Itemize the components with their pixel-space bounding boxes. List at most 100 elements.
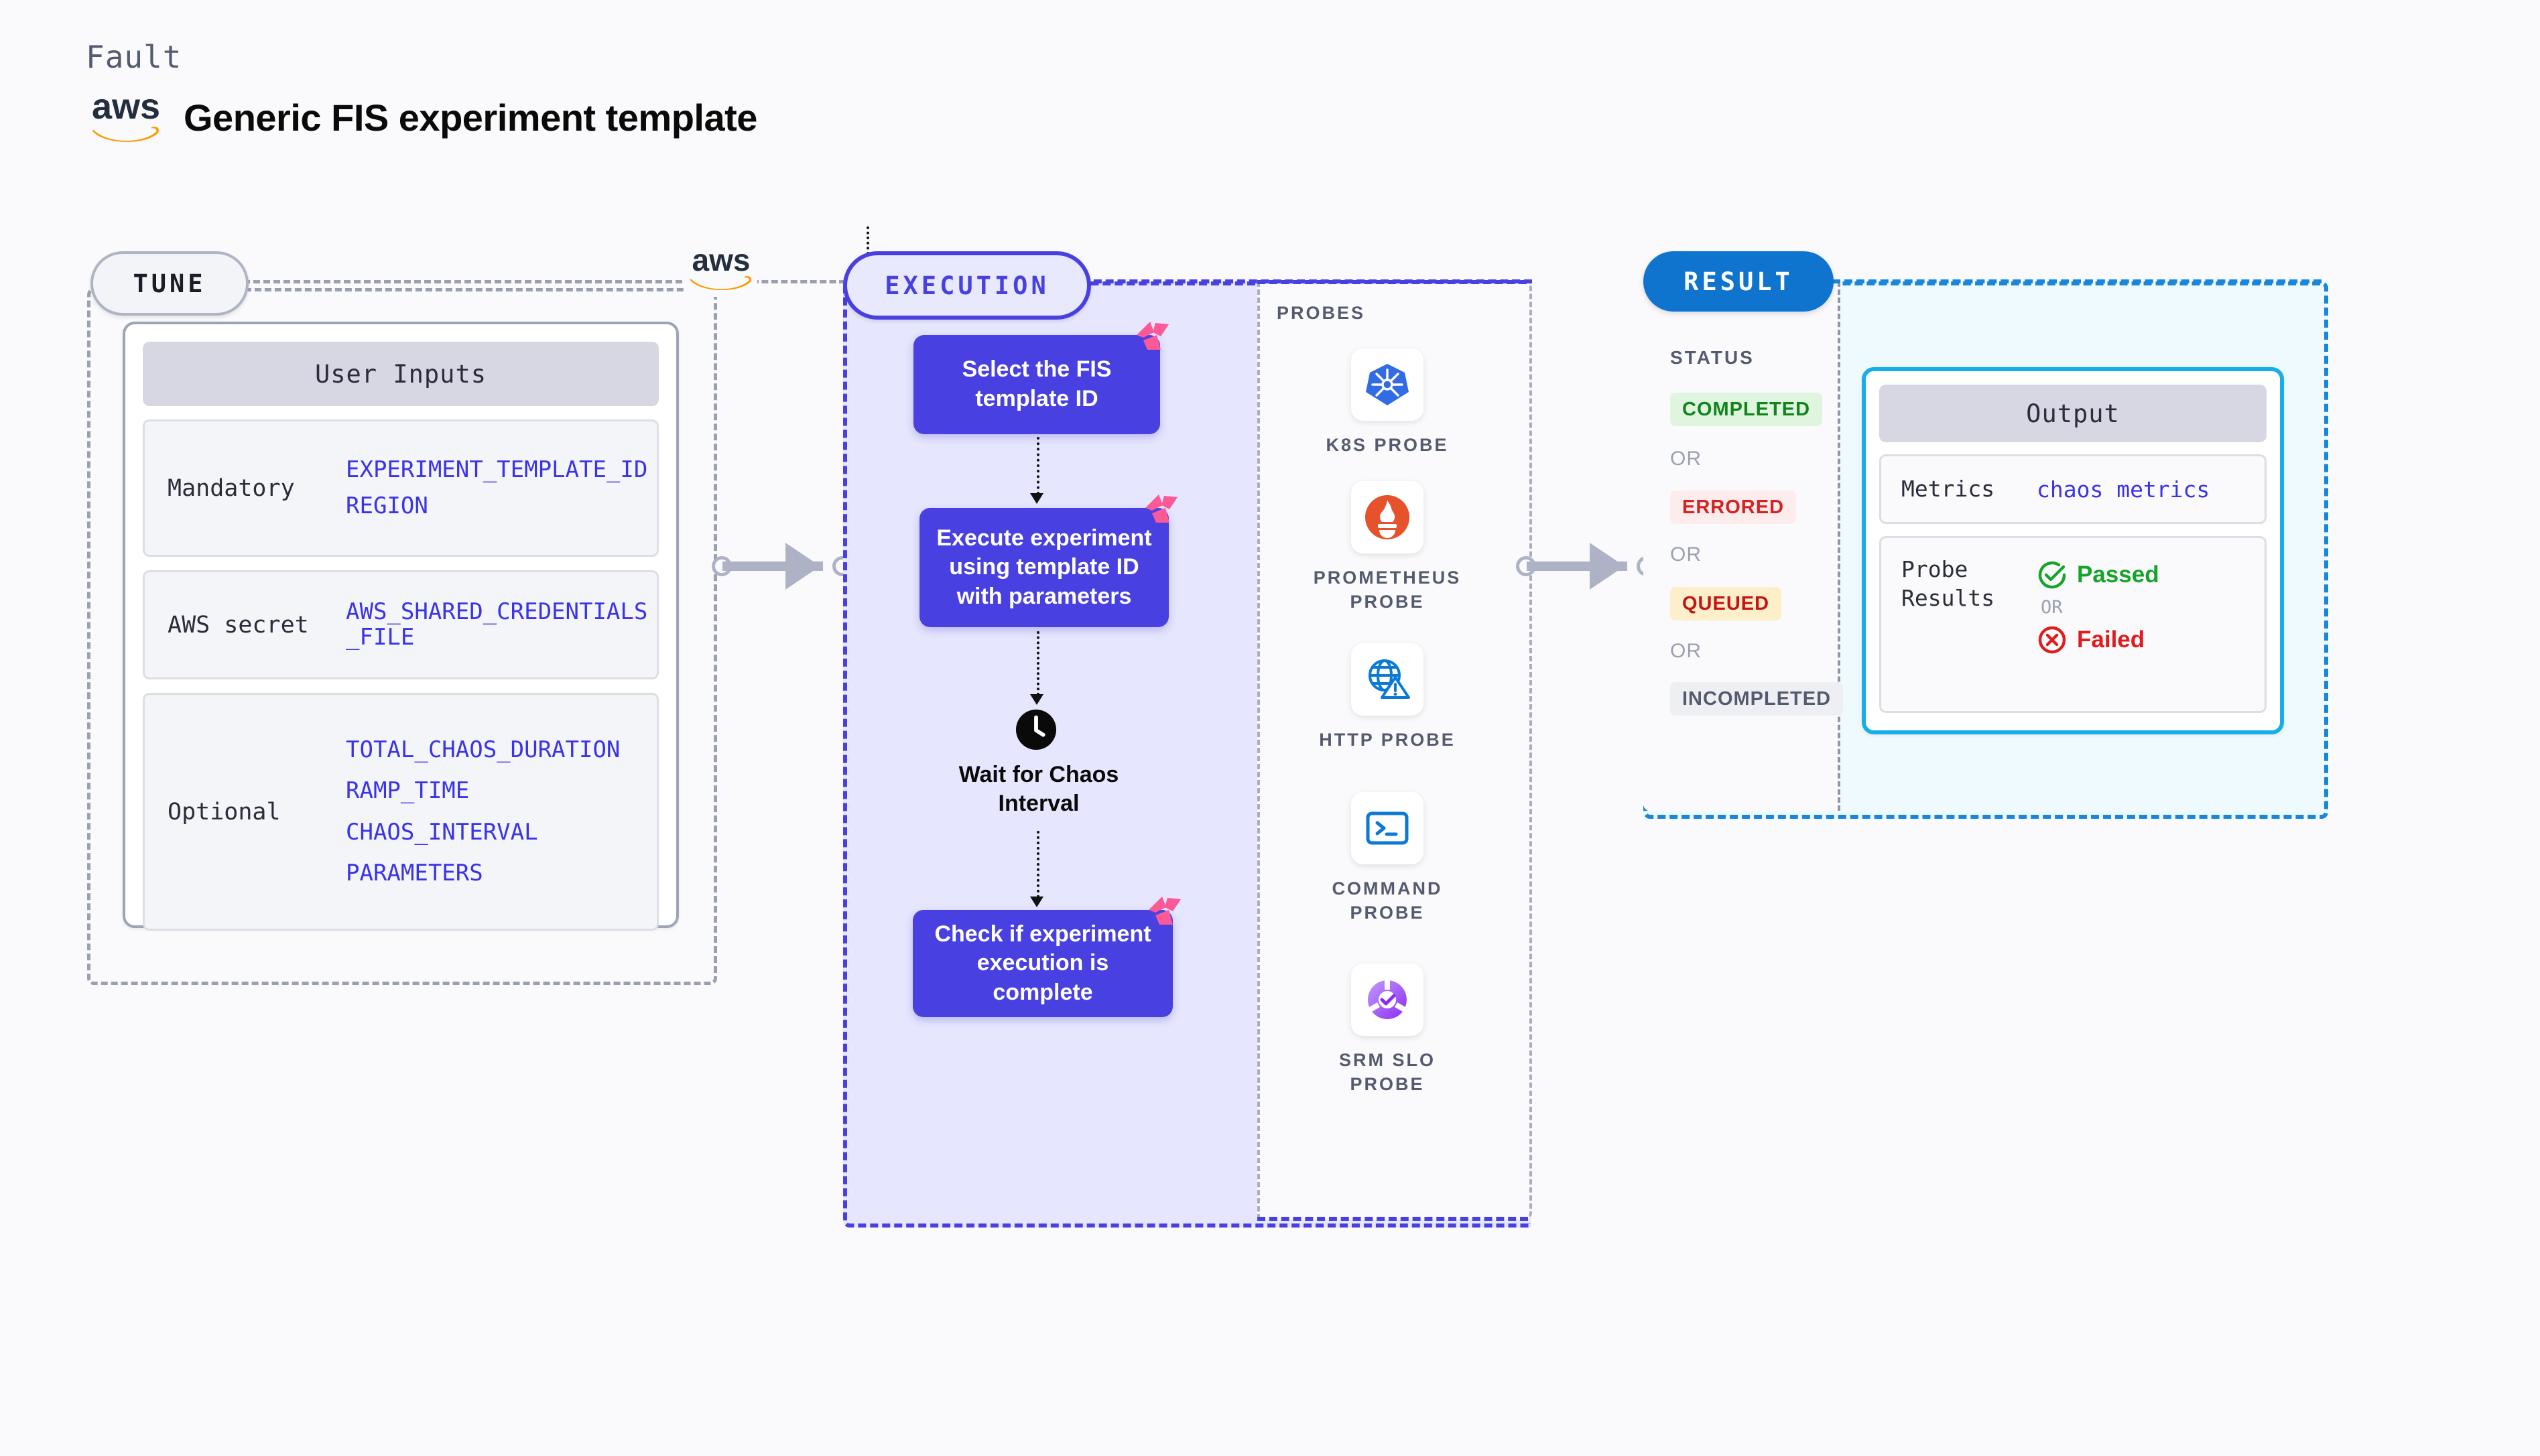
- probes-title: PROBES: [1277, 303, 1366, 323]
- flow-arrow-line-1: [1037, 437, 1039, 494]
- aws-logo-inline-icon: aws: [685, 245, 757, 297]
- litmus-badge-icon: [1149, 897, 1181, 925]
- probe-item-k8s[interactable]: K8S PROBE: [1300, 348, 1474, 457]
- flow-arrow-line-2: [1037, 631, 1039, 696]
- probe-item-command[interactable]: COMMAND PROBE: [1300, 792, 1474, 925]
- check-circle-icon: [2038, 561, 2066, 589]
- input-value: EXPERIMENT_TEMPLATE_ID: [346, 456, 648, 484]
- wait-for-chaos-label: Wait for Chaos Interval: [958, 762, 1119, 816]
- output-row-values: Passed OR Failed: [2037, 555, 2257, 659]
- aws-smile-inline-icon: [690, 276, 752, 291]
- probe-icon-wrap: [1351, 643, 1423, 716]
- flow-step-execute-experiment[interactable]: Execute experiment using template ID wit…: [919, 508, 1169, 627]
- probes-bottom-border: [1257, 1217, 1528, 1221]
- output-row-probe-results: Probe Results Passed OR Failed: [1879, 536, 2267, 713]
- input-row-aws-secret: AWS secret AWS_SHARED_CREDENTIALS _FILE: [143, 570, 659, 679]
- input-value: TOTAL_CHAOS_DURATION: [346, 736, 621, 763]
- aws-logo-icon: aws: [86, 88, 166, 146]
- failed-label: Failed: [2077, 626, 2145, 653]
- status-title: STATUS: [1670, 347, 1755, 368]
- output-row-label: Probe Results: [1901, 556, 1995, 611]
- flow-arrow-line-3: [1037, 831, 1039, 898]
- input-row-label: Optional: [168, 798, 281, 825]
- page-title: Generic FIS experiment template: [184, 96, 757, 139]
- eyebrow-label: Fault: [86, 39, 182, 75]
- input-value: PARAMETERS: [346, 859, 483, 886]
- output-row-label: Metrics: [1901, 475, 1995, 502]
- litmus-badge-icon: [1137, 322, 1169, 350]
- x-circle-icon: [2038, 626, 2066, 654]
- brand-row: aws Generic FIS experiment template: [86, 88, 1024, 146]
- page-header: Fault aws Generic FIS experiment templat…: [86, 42, 1024, 176]
- probe-result-passed: Passed: [2037, 559, 2257, 590]
- flow-arrow-head-2-icon: [1030, 694, 1043, 705]
- passed-label: Passed: [2077, 561, 2159, 588]
- probe-label: COMMAND PROBE: [1332, 878, 1443, 923]
- input-row-values: AWS_SHARED_CREDENTIALS _FILE: [346, 589, 650, 661]
- probe-icon-wrap: [1351, 481, 1423, 553]
- probe-icon-wrap: [1351, 348, 1423, 421]
- user-inputs-card: User Inputs Mandatory EXPERIMENT_TEMPLAT…: [123, 322, 679, 931]
- tune-divider-line-right: [752, 280, 846, 283]
- terminal-icon: [1366, 811, 1409, 845]
- input-value: AWS_SHARED_CREDENTIALS _FILE: [346, 598, 648, 651]
- flow-arrow-head-3-icon: [1030, 897, 1043, 907]
- output-header: Output: [1879, 385, 2267, 442]
- flow-step-check-complete[interactable]: Check if experiment execution is complet…: [913, 910, 1173, 1017]
- output-card: Output Metrics chaos metrics Probe Resul…: [1862, 367, 2284, 734]
- connector-execution-to-result: [1516, 543, 1657, 590]
- status-badge-queued: QUEUED: [1670, 587, 1782, 620]
- input-value: RAMP_TIME: [346, 777, 470, 805]
- status-badge-errored: ERRORED: [1670, 490, 1797, 524]
- input-row-label: AWS secret: [168, 611, 309, 639]
- probe-item-srm-slo[interactable]: SRM SLO PROBE: [1300, 964, 1474, 1097]
- litmus-badge-icon: [1145, 494, 1178, 523]
- result-divider-line: [1832, 279, 2322, 283]
- execution-section-pill[interactable]: EXECUTION: [843, 251, 1091, 320]
- input-row-values: EXPERIMENT_TEMPLATE_ID REGION: [346, 447, 650, 529]
- probe-label: PROMETHEUS PROBE: [1313, 568, 1462, 612]
- probe-icon-wrap: [1351, 792, 1423, 864]
- kubernetes-icon: [1366, 364, 1409, 405]
- input-row-mandatory: Mandatory EXPERIMENT_TEMPLATE_ID REGION: [143, 419, 659, 557]
- srm-slo-donut-icon: [1367, 979, 1407, 1019]
- connector-arrowhead-icon: [1590, 543, 1625, 590]
- metrics-value: chaos metrics: [2037, 476, 2210, 503]
- prometheus-icon: [1365, 495, 1409, 539]
- status-badge-completed: COMPLETED: [1670, 393, 1823, 426]
- execution-tick-line: [867, 226, 869, 255]
- or-label: OR: [1670, 543, 1702, 566]
- probe-item-http[interactable]: HTTP PROBE: [1300, 643, 1474, 752]
- connector-tune-to-execution: [712, 543, 852, 590]
- input-value: CHAOS_INTERVAL: [346, 818, 538, 846]
- probe-label: K8S PROBE: [1326, 435, 1449, 455]
- output-row-metrics: Metrics chaos metrics: [1879, 454, 2267, 524]
- tune-section-frame: [87, 288, 717, 985]
- result-section-pill[interactable]: RESULT: [1643, 251, 1834, 312]
- probes-section-frame: [1257, 281, 1532, 1219]
- input-row-optional: Optional TOTAL_CHAOS_DURATION RAMP_TIME …: [143, 693, 659, 931]
- probe-icon-wrap: [1351, 964, 1423, 1036]
- connector-arrowhead-icon: [785, 543, 820, 590]
- probe-result-failed: Failed: [2037, 624, 2257, 655]
- probe-label: SRM SLO PROBE: [1338, 1050, 1436, 1095]
- probe-label: HTTP PROBE: [1319, 730, 1456, 750]
- or-label: OR: [1670, 448, 1702, 470]
- input-value: REGION: [346, 492, 428, 519]
- input-row-label: Mandatory: [168, 474, 295, 502]
- status-badge-incompleted: INCOMPLETED: [1670, 682, 1844, 716]
- user-inputs-header: User Inputs: [143, 342, 659, 406]
- execution-divider-line: [1082, 279, 1532, 283]
- probe-item-prometheus[interactable]: PROMETHEUS PROBE: [1300, 481, 1474, 614]
- http-globe-warning-icon: [1369, 659, 1410, 699]
- flow-arrow-head-1-icon: [1030, 493, 1043, 504]
- result-status-column: [1643, 281, 1840, 811]
- aws-smile-icon: [92, 127, 160, 142]
- or-label: OR: [2041, 597, 2063, 618]
- tune-section-pill[interactable]: TUNE: [90, 251, 249, 316]
- clock-icon: [1015, 709, 1057, 750]
- tune-divider-line-left: [243, 280, 692, 283]
- flow-step-select-template[interactable]: Select the FIS template ID: [913, 335, 1160, 434]
- output-row-values: chaos metrics: [2037, 476, 2257, 503]
- or-label: OR: [1670, 640, 1702, 662]
